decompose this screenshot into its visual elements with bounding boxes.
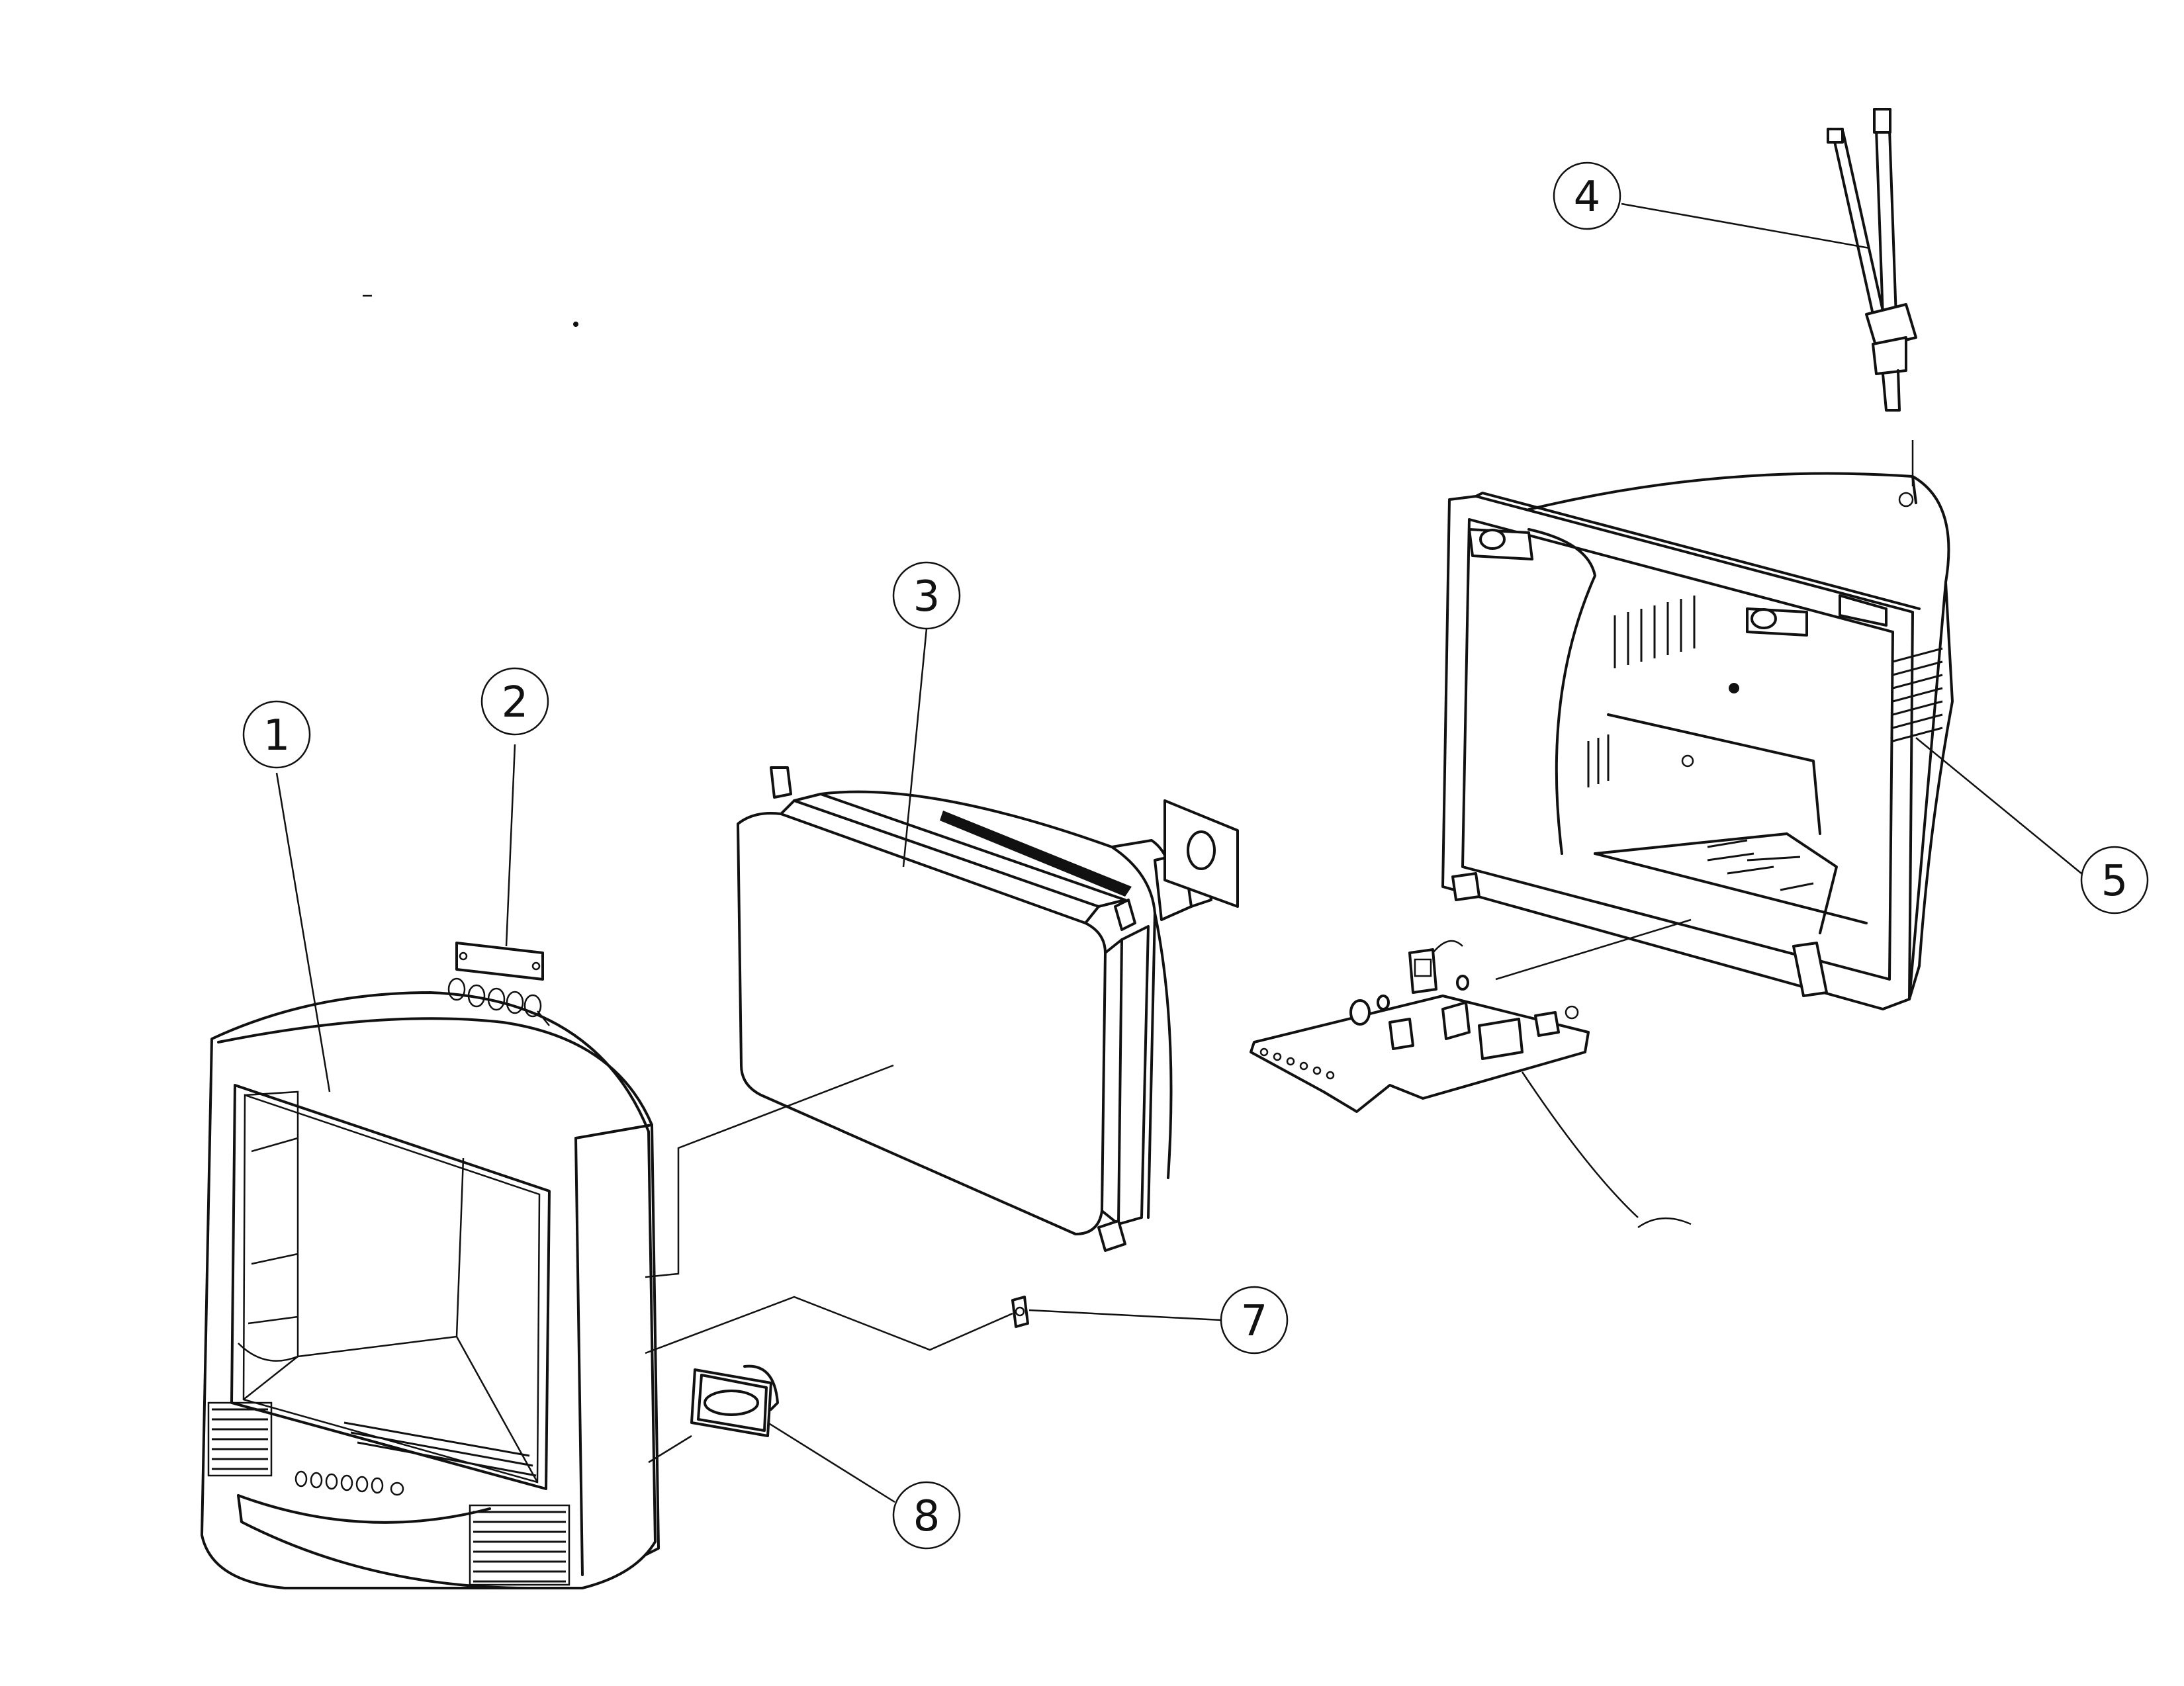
callout-5: 5 [2080,846,2149,914]
callout-4: 4 [1553,161,1621,230]
speaker [690,1364,779,1437]
callout-3-label: 3 [913,572,940,621]
front-cabinet [201,991,660,1589]
callout-board-partial [1637,1217,1692,1229]
telescopic-antenna [1827,108,1917,412]
callout-8-label: 8 [913,1492,940,1541]
callout-5-label: 5 [2101,857,2128,906]
back-cabinet [1441,472,1954,1010]
callout-4-label: 4 [1574,173,1601,222]
callout-2-label: 2 [502,678,529,727]
callout-1-label: 1 [263,711,291,760]
control-button-bracket [447,942,550,1026]
callout-7-label: 7 [1241,1297,1268,1346]
callout-8: 8 [892,1481,961,1550]
speck [573,322,578,327]
leader-lines [275,202,2082,1503]
callout-3: 3 [892,561,961,630]
callout-1: 1 [242,700,311,769]
callout-7: 7 [1220,1286,1289,1354]
picture-tube [737,766,1239,1252]
callout-2: 2 [480,667,549,736]
main-circuit-board [1250,940,1590,1113]
small-clip [1011,1296,1029,1328]
